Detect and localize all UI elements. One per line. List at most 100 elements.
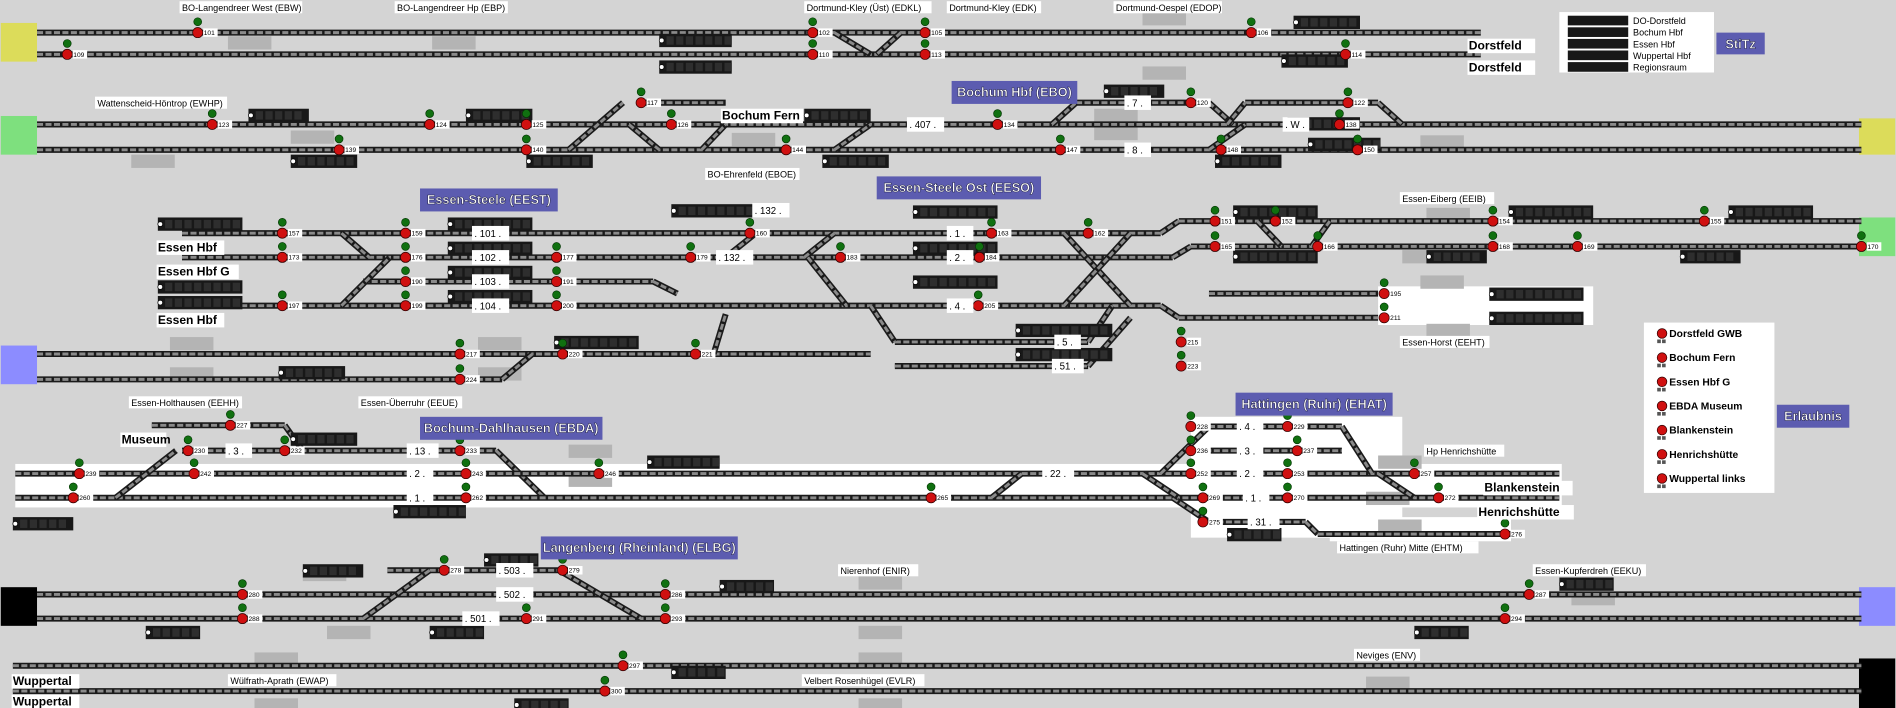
permission-signal-icon[interactable]: [1656, 400, 1668, 412]
signal[interactable]: 173: [276, 242, 303, 263]
train-number-display[interactable]: [1508, 205, 1594, 219]
signal[interactable]: 134: [992, 109, 1018, 130]
train-number-display[interactable]: [1567, 50, 1629, 61]
signal[interactable]: 278: [438, 555, 465, 576]
train-number-display[interactable]: [1567, 27, 1629, 37]
permission-signal-icon[interactable]: [1656, 449, 1668, 460]
signal[interactable]: 169: [1572, 231, 1598, 252]
signal[interactable]: 215: [1175, 326, 1202, 348]
signal[interactable]: 177: [551, 242, 577, 263]
train-number-display[interactable]: [290, 432, 358, 446]
signal[interactable]: 257: [1408, 458, 1435, 480]
train-number-display[interactable]: [290, 154, 358, 168]
signal[interactable]: 190: [400, 266, 426, 287]
train-number-display[interactable]: [447, 265, 533, 280]
signal[interactable]: 144: [780, 134, 807, 156]
endpoint-label[interactable]: Essen Hbf: [158, 313, 218, 327]
signal[interactable]: 205: [972, 290, 999, 312]
signal[interactable]: 211: [1378, 302, 1405, 324]
signal[interactable]: 286: [659, 579, 686, 600]
signal[interactable]: 170: [1855, 231, 1882, 252]
signal[interactable]: 154: [1487, 205, 1513, 227]
train-number-display[interactable]: [447, 217, 533, 231]
legend-item[interactable]: Essen Hbf: [1633, 39, 1675, 49]
signal[interactable]: 230: [182, 435, 208, 457]
train-number-display[interactable]: [393, 505, 466, 519]
signal[interactable]: 155: [1698, 205, 1725, 227]
permission-item[interactable]: Bochum Fern: [1669, 353, 1735, 364]
signal[interactable]: 105: [919, 17, 945, 39]
signal[interactable]: 242: [188, 458, 215, 480]
train-number-display[interactable]: [1281, 54, 1348, 68]
signal[interactable]: 126: [665, 109, 692, 130]
signal[interactable]: 265: [925, 482, 952, 504]
signal[interactable]: 227: [224, 410, 251, 431]
signal[interactable]: 120: [1185, 87, 1211, 109]
permission-item[interactable]: EBDA Museum: [1669, 402, 1742, 413]
train-number-display[interactable]: [1567, 62, 1629, 72]
signal[interactable]: 232: [279, 435, 305, 457]
signal[interactable]: 287: [1523, 579, 1550, 600]
signal[interactable]: 166: [1312, 231, 1338, 252]
signal[interactable]: 221: [690, 338, 716, 360]
signal[interactable]: 179: [685, 242, 711, 263]
endpoint-label[interactable]: Museum: [122, 432, 171, 446]
train-number-display[interactable]: [1413, 625, 1469, 640]
train-number-display[interactable]: [1488, 311, 1584, 326]
stitz-button[interactable]: StiTz: [1716, 32, 1765, 55]
train-number-display[interactable]: [525, 154, 593, 168]
signal[interactable]: 148: [1215, 134, 1241, 156]
signal[interactable]: 150: [1352, 134, 1378, 156]
signal[interactable]: 168: [1487, 231, 1513, 252]
train-number-display[interactable]: [157, 280, 243, 294]
train-number-display[interactable]: [145, 625, 201, 640]
section-header[interactable]: Hattingen (Ruhr) (EHAT): [1235, 392, 1393, 416]
train-number-display[interactable]: [1232, 250, 1318, 264]
signal[interactable]: 125: [520, 109, 547, 130]
train-number-display[interactable]: [1015, 323, 1113, 338]
train-number-display[interactable]: [670, 204, 756, 218]
train-number-display[interactable]: [429, 625, 485, 640]
signal[interactable]: 139: [333, 134, 360, 156]
signal[interactable]: 239: [73, 458, 100, 480]
signal[interactable]: 200: [551, 290, 577, 312]
train-number-display[interactable]: [912, 205, 998, 219]
endpoint-label[interactable]: Blankenstein: [1484, 481, 1559, 495]
signal[interactable]: 262: [460, 482, 486, 504]
permission-signal-icon[interactable]: [1656, 424, 1668, 436]
train-number-display[interactable]: [1214, 154, 1282, 168]
line-end-block[interactable]: [0, 115, 38, 155]
erlaubnis-button[interactable]: Erlaubnis: [1776, 404, 1850, 428]
train-number-display[interactable]: [658, 33, 732, 48]
permission-item[interactable]: Essen Hbf G: [1669, 377, 1730, 388]
permission-signal-icon[interactable]: [1656, 352, 1668, 363]
signal[interactable]: 272: [1433, 482, 1459, 504]
train-number-display[interactable]: [1293, 15, 1360, 29]
signal[interactable]: 253: [1282, 458, 1308, 480]
legend-item[interactable]: DO-Dorstfeld: [1633, 16, 1686, 26]
signal[interactable]: 117: [635, 87, 662, 109]
signal[interactable]: 159: [400, 218, 426, 239]
train-number-display[interactable]: [513, 698, 569, 708]
signal[interactable]: 114: [1340, 39, 1366, 60]
endpoint-label[interactable]: Essen Hbf G: [158, 264, 230, 278]
signal[interactable]: 184: [973, 242, 1000, 263]
train-number-display[interactable]: [803, 108, 871, 123]
signal[interactable]: 199: [400, 290, 426, 312]
line-end-block[interactable]: [0, 345, 38, 385]
endpoint-label[interactable]: Dorstfeld: [1469, 60, 1522, 74]
permission-item[interactable]: Dorstfeld GWB: [1669, 329, 1742, 340]
permission-signal-icon[interactable]: [1656, 473, 1668, 484]
line-end-block[interactable]: [1858, 118, 1896, 155]
signal[interactable]: 176: [400, 242, 426, 263]
signal[interactable]: 237: [1291, 435, 1318, 457]
signal[interactable]: 191: [551, 266, 577, 287]
train-number-display[interactable]: [248, 108, 309, 123]
signal[interactable]: 228: [1185, 411, 1211, 432]
section-header[interactable]: Essen-Steele (EEST): [420, 188, 558, 212]
signal[interactable]: 224: [454, 364, 480, 385]
signal[interactable]: 183: [835, 242, 861, 263]
signal[interactable]: 275: [1197, 506, 1223, 528]
signal[interactable]: 270: [1282, 482, 1308, 504]
train-number-display[interactable]: [1567, 15, 1629, 26]
